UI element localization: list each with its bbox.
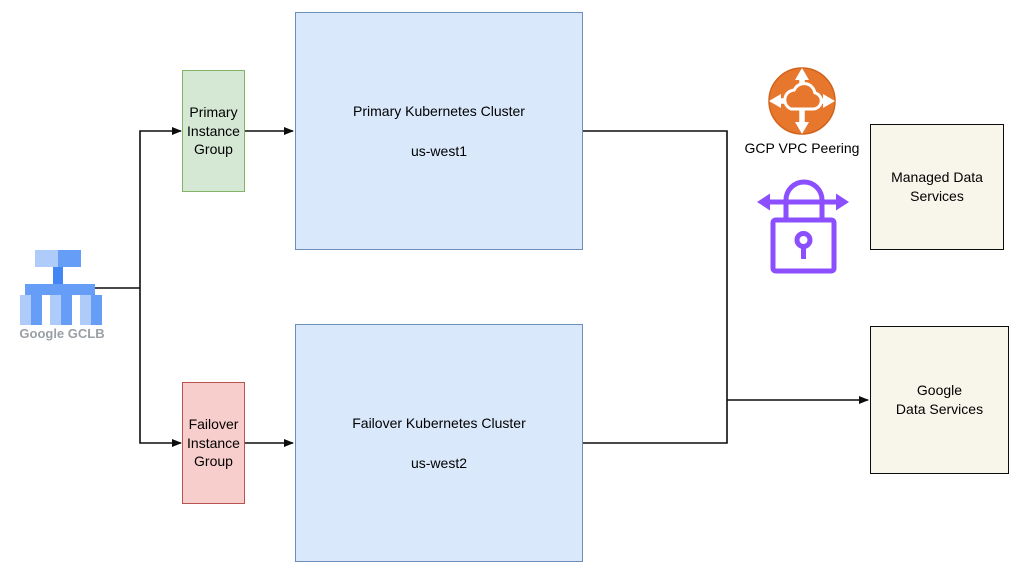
gclb-label: Google GCLB [19, 326, 105, 341]
connector-clusters-merge [583, 130, 728, 444]
google-data-services-label: Google Data Services [895, 382, 984, 417]
failover-cluster-node: Failover Kubernetes Cluster us-west2 [295, 324, 583, 562]
failover-instance-group-label: Failover Instance Group [187, 415, 240, 470]
google-data-services-node: Google Data Services [870, 326, 1009, 474]
cloud-glyph [783, 82, 823, 111]
load-balancer-icon [20, 250, 102, 325]
primary-cluster-node: Primary Kubernetes Cluster us-west1 [295, 12, 583, 250]
vpc-peering-icon [768, 67, 836, 135]
managed-data-services-label: Managed Data Services [891, 169, 983, 204]
failover-cluster-region: us-west2 [410, 454, 468, 471]
primary-instance-group-label: Primary Instance Group [187, 103, 240, 158]
primary-instance-group-node: Primary Instance Group [182, 70, 245, 192]
connector-branch-to-failover-ig [139, 288, 182, 447]
connector-branch-to-primary-ig [139, 127, 182, 288]
primary-cluster-title: Primary Kubernetes Cluster [353, 102, 525, 119]
failover-instance-group-node: Failover Instance Group [182, 382, 245, 504]
lock-arrows-icon [757, 179, 849, 274]
vpc-peering-label: GCP VPC Peering [744, 140, 860, 156]
failover-cluster-title: Failover Kubernetes Cluster [352, 414, 526, 431]
primary-cluster-region: us-west1 [410, 142, 468, 159]
managed-data-services-node: Managed Data Services [870, 124, 1004, 250]
